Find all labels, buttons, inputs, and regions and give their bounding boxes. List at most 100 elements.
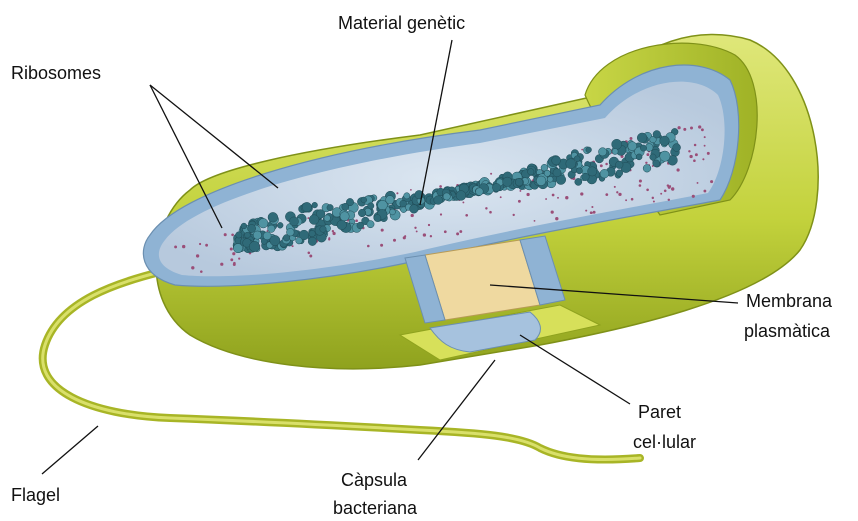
ribosome-dot (580, 192, 583, 195)
ribosome-dot (653, 200, 655, 202)
ribosome-dot (683, 128, 686, 131)
dna-bead (241, 223, 247, 229)
ribosome-dot (646, 188, 649, 191)
ribosome-dot (199, 243, 201, 245)
dna-bead (553, 169, 561, 177)
ribosome-dot (625, 199, 627, 201)
ribosome-dot (519, 190, 521, 192)
dna-bead (263, 232, 271, 240)
ribosome-dot (551, 211, 554, 214)
dna-bead (653, 160, 660, 167)
dna-bead (358, 209, 366, 217)
dna-bead (248, 224, 256, 232)
ribosome-dot (465, 214, 468, 217)
ribosome-dot (545, 198, 547, 200)
dna-bead (612, 148, 618, 154)
dna-bead (434, 196, 443, 205)
dna-bead (640, 145, 646, 151)
ribosome-dot (698, 125, 701, 128)
dna-bead (552, 156, 561, 165)
ribosome-dot (500, 196, 502, 198)
dna-bead (268, 212, 278, 222)
dna-bead (653, 130, 661, 138)
ribosome-dot (174, 245, 177, 248)
leader-capsule (418, 360, 495, 460)
dna-bead (544, 170, 550, 176)
dna-bead (660, 136, 670, 146)
ribosome-dot (416, 230, 418, 232)
ribosome-dot (428, 224, 430, 226)
dna-bead (312, 202, 318, 208)
dna-bead (575, 178, 582, 185)
ribosome-dot (456, 232, 459, 235)
dna-bead (253, 231, 261, 239)
dna-bead (492, 183, 500, 191)
ribosome-dot (380, 244, 383, 247)
ribosome-dot (459, 230, 462, 233)
ribosome-dot (439, 185, 442, 188)
ribosome-dot (689, 155, 692, 158)
dna-bead (270, 235, 280, 245)
ribosome-dot (423, 233, 426, 236)
ribosome-dot (462, 201, 464, 203)
dna-bead (616, 170, 623, 177)
ribosome-dot (440, 213, 442, 215)
ribosome-dot (694, 144, 697, 147)
ribosome-dot (703, 190, 706, 193)
ribosome-dot (220, 263, 223, 266)
dna-bead (628, 142, 637, 151)
dna-bead (342, 203, 349, 210)
dna-bead (404, 193, 410, 199)
dna-bead (612, 139, 622, 149)
ribosome-dot (630, 137, 633, 140)
dna-bead (327, 204, 333, 210)
ribosome-dot (430, 235, 432, 237)
ribosome-dot (191, 266, 194, 269)
dna-bead (660, 151, 670, 161)
ribosome-dot (231, 233, 234, 236)
label-bacterial-capsule-line1: Càpsula (341, 470, 408, 490)
ribosome-dot (404, 235, 406, 237)
dna-bead (340, 212, 349, 221)
label-plasma-membrane-line2: plasmàtica (744, 321, 831, 341)
ribosome-dot (695, 153, 698, 156)
dna-bead (302, 202, 312, 212)
ribosome-dot (230, 247, 233, 250)
ribosome-dot (671, 187, 674, 190)
dna-bead (357, 222, 364, 229)
ribosome-dot (677, 168, 680, 171)
ribosome-dot (605, 163, 608, 166)
ribosome-dot (411, 214, 414, 217)
dna-bead (337, 220, 347, 230)
ribosome-dot (485, 207, 487, 209)
ribosome-dot (526, 193, 529, 196)
leader-ribosomes-2 (150, 85, 278, 188)
dna-bead (236, 232, 242, 238)
ribosome-dot (697, 182, 699, 184)
dna-bead (367, 221, 374, 228)
ribosome-dot (585, 210, 587, 212)
ribosome-dot (490, 173, 492, 175)
dna-bead (536, 176, 546, 186)
ribosome-dot (232, 252, 235, 255)
ribosome-dot (328, 238, 330, 240)
dna-bead (378, 200, 388, 210)
ribosome-dot (593, 211, 596, 214)
dna-bead (476, 188, 484, 196)
ribosome-dot (591, 206, 593, 208)
ribosome-dot (557, 197, 559, 199)
dna-bead (443, 193, 450, 200)
dna-bead (643, 164, 651, 172)
ribosome-dot (355, 219, 358, 222)
ribosome-dot (444, 230, 447, 233)
dna-bead (673, 144, 681, 152)
dna-bead (390, 209, 396, 215)
ribosome-dot (224, 233, 227, 236)
ribosome-dot (396, 192, 398, 194)
ribosome-dot (704, 136, 706, 138)
ribosome-dot (616, 191, 618, 193)
dna-bead (576, 168, 582, 174)
ribosome-dot (664, 189, 667, 192)
dna-bead (582, 173, 590, 181)
